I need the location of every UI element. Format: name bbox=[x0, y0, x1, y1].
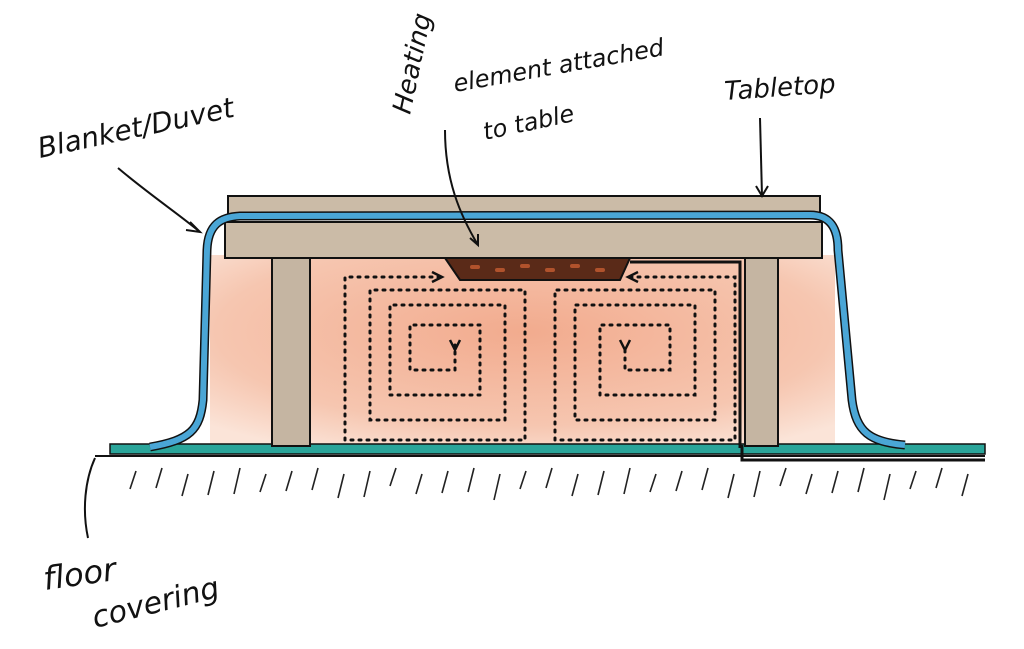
hatch-stroke bbox=[623, 467, 631, 495]
hatch-stroke bbox=[701, 467, 709, 491]
hatch-stroke bbox=[753, 470, 761, 498]
warm-air-region bbox=[210, 255, 835, 447]
hatch-stroke bbox=[493, 473, 501, 501]
hatch-stroke bbox=[935, 467, 943, 489]
hatch-stroke bbox=[857, 467, 865, 493]
table-leg-left bbox=[271, 257, 311, 447]
hatch-stroke bbox=[909, 470, 917, 490]
hatch-stroke bbox=[675, 470, 683, 492]
leader-arrows bbox=[83, 117, 769, 539]
hatch-stroke bbox=[883, 473, 891, 501]
heating-element bbox=[443, 257, 632, 281]
hatch-stroke bbox=[597, 470, 605, 496]
hatch-stroke bbox=[389, 467, 397, 487]
convection-arrowheads bbox=[431, 270, 639, 353]
hatch-stroke bbox=[545, 467, 553, 489]
hatch-stroke bbox=[155, 467, 163, 489]
hatch-stroke bbox=[467, 467, 475, 493]
hatch-stroke bbox=[727, 473, 735, 499]
hatch-stroke bbox=[649, 473, 657, 493]
label-tabletop: Tabletop bbox=[723, 69, 836, 107]
convection-currents bbox=[343, 275, 737, 442]
hatch-stroke bbox=[363, 470, 371, 498]
label-blanket: Blanket/Duvet bbox=[35, 91, 238, 165]
hatch-stroke bbox=[571, 473, 579, 497]
table-leg-right bbox=[744, 257, 779, 447]
hatch-stroke bbox=[415, 473, 423, 495]
hatch-stroke bbox=[519, 470, 527, 490]
hatch-stroke bbox=[805, 473, 813, 495]
hatch-stroke bbox=[129, 470, 137, 490]
ground-hatching bbox=[129, 467, 969, 501]
hatch-stroke bbox=[337, 473, 345, 499]
label-heating-line3: to table bbox=[480, 99, 576, 146]
hatch-stroke bbox=[259, 473, 267, 493]
hatch-stroke bbox=[285, 470, 293, 492]
heating-element-coils bbox=[470, 264, 605, 272]
label-heating-line1: Heating bbox=[388, 11, 439, 117]
hatch-stroke bbox=[311, 467, 319, 491]
hatch-stroke bbox=[233, 467, 241, 495]
hatch-stroke bbox=[961, 473, 969, 497]
hatch-stroke bbox=[207, 470, 215, 496]
label-heating-line2: element attached bbox=[451, 33, 667, 98]
floor-covering bbox=[109, 443, 986, 455]
hatch-stroke bbox=[831, 470, 839, 494]
hatch-stroke bbox=[181, 473, 189, 497]
tabletop-lower-plank bbox=[224, 221, 823, 259]
hatch-stroke bbox=[441, 470, 449, 494]
floor-edge-step bbox=[740, 445, 985, 462]
hatch-stroke bbox=[779, 467, 787, 487]
label-floor-line1: floor bbox=[41, 550, 120, 598]
